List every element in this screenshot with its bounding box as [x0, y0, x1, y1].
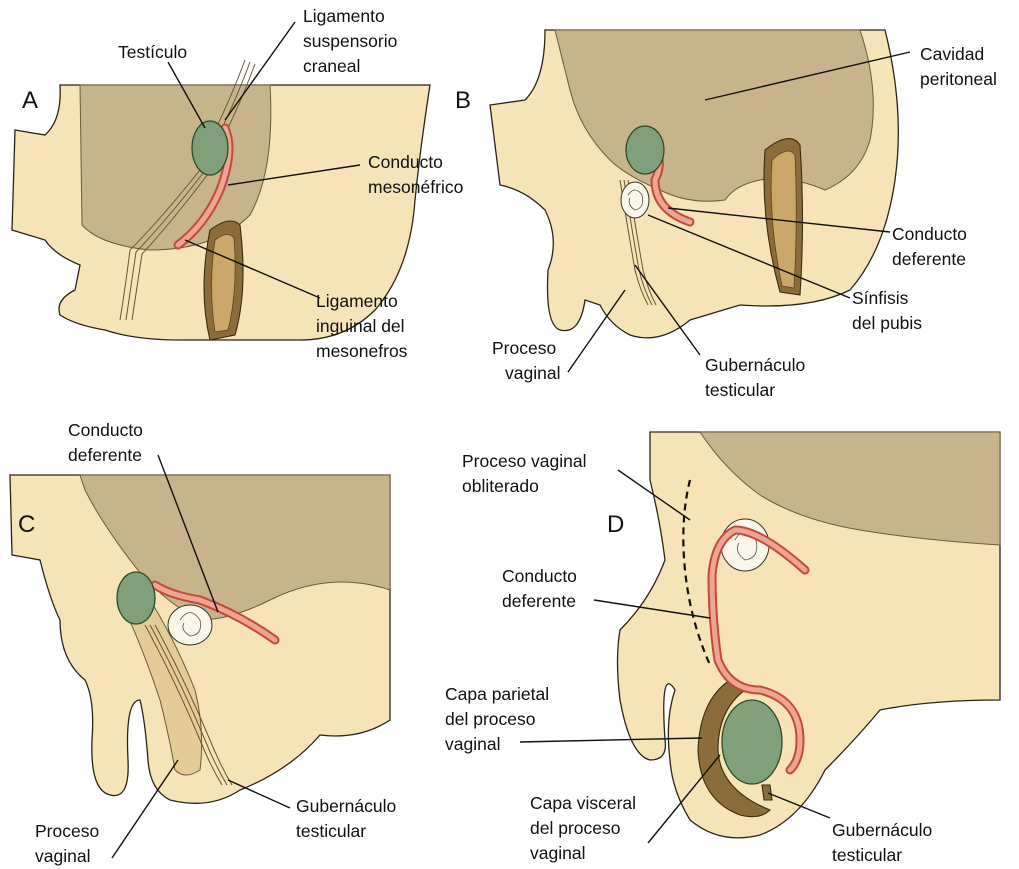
- label-a-cond-meso-2: mesonéfrico: [368, 177, 463, 197]
- label-b-guber-1: Gubernáculo: [705, 355, 805, 375]
- panel-c-testis: [117, 572, 155, 624]
- label-b-sinfisis-1: Sínfisis: [852, 288, 909, 308]
- label-b-cavidad-2: peritoneal: [920, 69, 997, 89]
- label-a-cond-meso-1: Conducto: [368, 152, 443, 172]
- label-a-lig-susp-3: craneal: [303, 56, 360, 76]
- label-b-cond-def-1: Conducto: [892, 224, 967, 244]
- label-a-lig-susp-1: Ligamento: [303, 6, 385, 26]
- label-d-guber-1: Gubernáculo: [832, 820, 932, 840]
- label-a-lig-ing-2: inguinal del: [316, 316, 405, 336]
- label-d-guber-2: testicular: [832, 845, 902, 865]
- label-c-proceso-2: vaginal: [35, 846, 90, 866]
- panel-d-letter: D: [607, 511, 624, 538]
- label-a-lig-susp-2: suspensorio: [303, 31, 397, 51]
- label-d-parietal-3: vaginal: [445, 734, 500, 754]
- panel-b: [490, 30, 898, 338]
- panel-d: [618, 432, 1001, 838]
- label-d-obliterado-2: obliterado: [462, 476, 539, 496]
- panel-c-letter: C: [18, 511, 35, 538]
- panel-a-letter: A: [22, 87, 38, 114]
- label-d-visceral-1: Capa visceral: [530, 793, 636, 813]
- label-d-cond-def-1: Conducto: [502, 566, 577, 586]
- label-b-cavidad-1: Cavidad: [920, 44, 984, 64]
- panel-a-testis: [192, 121, 228, 175]
- label-b-sinfisis-2: del pubis: [852, 313, 922, 333]
- label-c-guber-2: testicular: [296, 821, 366, 841]
- label-c-guber-1: Gubernáculo: [296, 796, 396, 816]
- label-b-proceso-1: Proceso: [492, 338, 556, 358]
- label-a-testiculo: Testículo: [118, 42, 187, 62]
- label-c-proceso-1: Proceso: [35, 821, 99, 841]
- label-c-cond-def-2: deferente: [68, 445, 142, 465]
- panel-b-letter: B: [455, 87, 471, 114]
- panel-d-testis: [722, 700, 782, 784]
- panel-c-pubic-symphysis: [168, 605, 212, 645]
- label-d-obliterado-1: Proceso vaginal: [462, 451, 587, 471]
- label-d-parietal-1: Capa parietal: [445, 684, 549, 704]
- label-a-lig-ing-1: Ligamento: [316, 291, 398, 311]
- label-d-cond-def-2: deferente: [502, 591, 576, 611]
- panel-c: [10, 475, 390, 803]
- label-a-lig-ing-3: mesonefros: [316, 341, 408, 361]
- label-d-visceral-3: vaginal: [530, 843, 585, 863]
- label-d-visceral-2: del proceso: [530, 818, 620, 838]
- label-b-proceso-2: vaginal: [505, 363, 560, 383]
- panel-b-pubic-symphysis: [621, 182, 649, 218]
- label-d-parietal-2: del proceso: [445, 709, 535, 729]
- label-b-cond-def-2: deferente: [892, 249, 966, 269]
- label-b-guber-2: testicular: [705, 380, 775, 400]
- panel-d-gubernaculum: [762, 785, 772, 800]
- panel-b-testis: [626, 126, 664, 174]
- label-c-cond-def-1: Conducto: [68, 420, 143, 440]
